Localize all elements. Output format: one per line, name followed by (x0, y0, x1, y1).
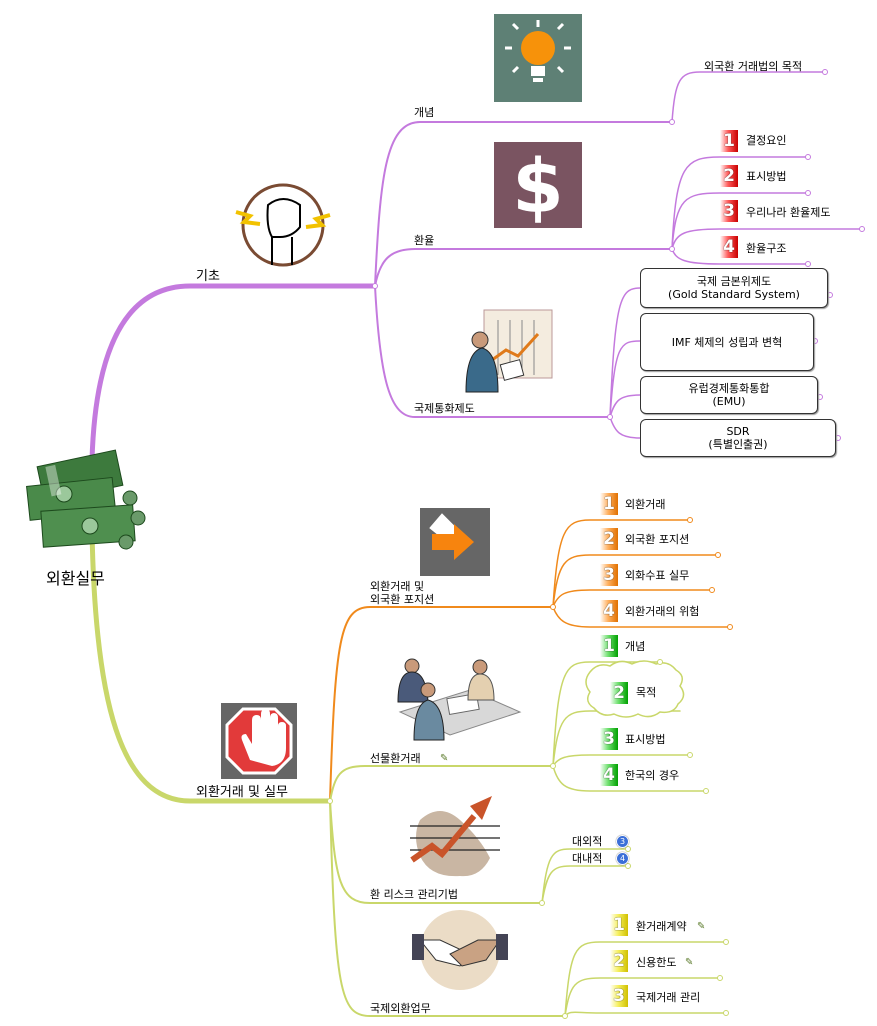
number-badge-3: 3 (600, 728, 618, 750)
subtopic-fx-position[interactable]: 외국환 포지션 (625, 533, 690, 546)
topic-practice[interactable]: 외환거래 및 실무 (196, 785, 288, 800)
subtopic-intl-mgmt[interactable]: 국제거래 관리 (636, 991, 701, 1004)
subtopic-fx-risk[interactable]: 외환거래의 위험 (625, 605, 700, 618)
subtopic-credit-limit[interactable]: 신용한도 (636, 956, 677, 969)
number-badge-4: 4 (720, 236, 738, 258)
number-badge-2: 2 (600, 528, 618, 550)
number-badge-1: 1 (600, 493, 618, 515)
connector-futures (329, 765, 554, 802)
subtopic-futures-concept[interactable]: 개념 (625, 640, 646, 653)
box-imf[interactable]: IMF 체제의 성립과 변혁 (640, 313, 814, 371)
box-line: 유럽경제통화통합 (688, 382, 770, 395)
meeting-people-icon (397, 658, 522, 741)
fist-icon (235, 183, 331, 267)
box-emu[interactable]: 유럽경제통화통합 (EMU) (640, 376, 818, 414)
box-line: 국제 금본위제도 (696, 275, 772, 288)
box-line: (Gold Standard System) (668, 288, 800, 301)
stop-hand-icon (221, 703, 297, 779)
subtopic-fx-law-purpose[interactable]: 외국환 거래법의 목적 (704, 60, 803, 73)
number-badge-2: 2 (610, 950, 628, 972)
presenter-chart-icon (465, 309, 553, 393)
topic-monetary-system[interactable]: 국제통화제도 (414, 402, 475, 415)
center-topic[interactable]: 외환실무 (46, 569, 105, 588)
connector-monetary (374, 285, 611, 418)
subtopic-determinants[interactable]: 결정요인 (746, 134, 787, 147)
number-badge-4: 4 (600, 764, 618, 786)
connector-basics (89, 283, 378, 463)
number-badge-2: 2 (720, 165, 738, 187)
box-line: (EMU) (712, 395, 746, 408)
dollar-icon: $ (494, 142, 582, 230)
topic-fx-position-line2[interactable]: 외국환 포지션 (370, 593, 435, 606)
connector-risk (329, 800, 543, 904)
note-icon: ✎ (697, 921, 706, 932)
subtopic-futures-korea[interactable]: 한국의 경우 (625, 769, 680, 782)
number-badge-1: 1 (610, 914, 628, 936)
subtopic-futures-purpose[interactable]: 목적 (636, 686, 657, 699)
lightbulb-icon (494, 14, 582, 102)
subtopic-fx-check[interactable]: 외화수표 실무 (625, 569, 690, 582)
subtopic-external[interactable]: 대외적 (572, 835, 603, 848)
connector-rate (374, 248, 673, 287)
arrow-right-icon (420, 508, 490, 576)
box-gold-standard[interactable]: 국제 금본위제도 (Gold Standard System) (640, 268, 828, 308)
subtopic-internal[interactable]: 대내적 (572, 852, 603, 865)
number-badge-4: 4 (600, 600, 618, 622)
topic-intl[interactable]: 국제외환업무 (370, 1002, 431, 1015)
subtopic-korea-rate-system[interactable]: 우리나라 환율제도 (746, 206, 831, 219)
note-icon: ✎ (440, 753, 449, 764)
number-badge-1: 1 (600, 635, 618, 657)
subtopic-correspondent[interactable]: 환거래계약 (636, 920, 687, 933)
handshake-icon (412, 910, 508, 990)
subtopic-notation[interactable]: 표시방법 (746, 170, 787, 183)
money-stack-icon (26, 449, 146, 550)
topic-risk[interactable]: 환 리스크 관리기법 (370, 888, 458, 901)
subtopic-futures-notation[interactable]: 표시방법 (625, 733, 666, 746)
cloud-shape (585, 660, 685, 718)
connector-concept (374, 121, 673, 287)
number-badge-3: 3 (600, 564, 618, 586)
risk-chart-icon (410, 796, 500, 877)
topic-futures[interactable]: 선물환거래 (370, 752, 421, 765)
topic-concept[interactable]: 개념 (414, 106, 435, 119)
note-icon: ✎ (685, 957, 694, 968)
connector-intl (329, 800, 566, 1017)
subtopic-fx-trade[interactable]: 외환거래 (625, 498, 666, 511)
bullet-badge: 3 (616, 835, 629, 848)
connector-fx (329, 606, 554, 802)
box-line: (특별인출권) (708, 438, 768, 451)
box-line: SDR (726, 425, 750, 438)
box-line: IMF 체제의 성립과 변혁 (671, 335, 783, 349)
topic-exchange-rate[interactable]: 환율 (414, 234, 435, 247)
connector-practice (89, 527, 333, 804)
number-badge-3: 3 (610, 985, 628, 1007)
number-badge-2: 2 (610, 682, 628, 704)
topic-fx-position-line1[interactable]: 외환거래 및 (370, 580, 425, 593)
bullet-badge: 4 (616, 852, 629, 865)
box-sdr[interactable]: SDR (특별인출권) (640, 419, 836, 457)
number-badge-3: 3 (720, 200, 738, 222)
number-badge-1: 1 (720, 130, 738, 152)
svg-text:$: $ (512, 144, 564, 230)
subtopic-rate-structure[interactable]: 환율구조 (746, 242, 787, 255)
topic-basics[interactable]: 기초 (196, 269, 220, 284)
